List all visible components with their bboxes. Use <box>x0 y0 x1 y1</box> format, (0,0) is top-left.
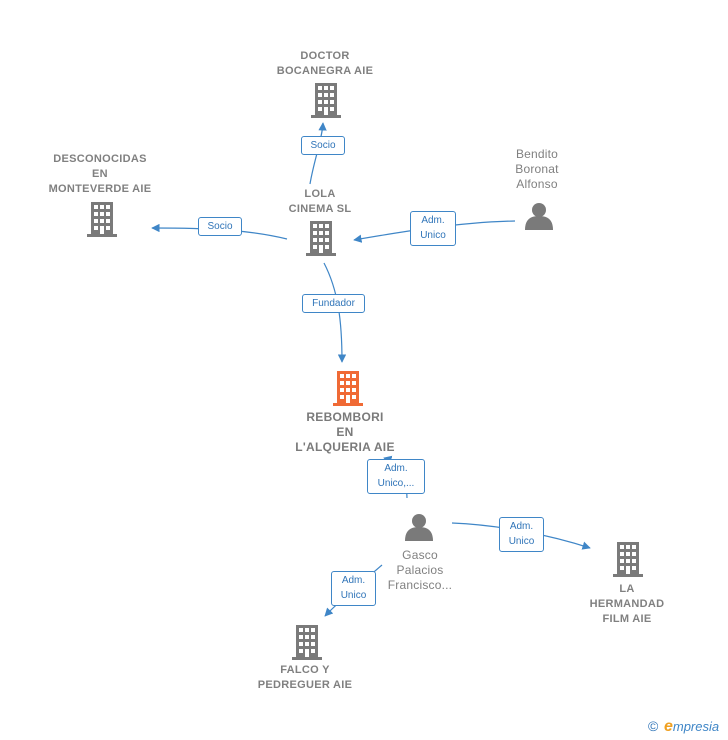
node-label-rebombori[interactable]: REBOMBORI EN L'ALQUERIA AIE <box>295 410 395 454</box>
node-label-gasco[interactable]: Gasco Palacios Francisco... <box>387 548 453 592</box>
relation-badge-fundador: Fundador <box>302 294 365 313</box>
building-icon-rebombori[interactable] <box>333 371 363 406</box>
person-icon-gasco[interactable] <box>405 514 433 541</box>
building-icon-doctor[interactable] <box>311 83 341 118</box>
relation-badge-adm-bendito: Adm. Unico <box>410 211 456 246</box>
copyright-icon: © <box>648 718 659 734</box>
node-label-lola[interactable]: LOLA CINEMA SL <box>288 188 352 215</box>
brand-footer: © empresia <box>648 718 719 736</box>
relation-badge-adm-rebombori: Adm. Unico,... <box>367 459 425 494</box>
building-icon-lola[interactable] <box>306 221 336 256</box>
building-icon-desconocidas[interactable] <box>87 202 117 237</box>
relation-badge-socio-desconocidas: Socio <box>198 217 242 236</box>
person-icon-bendito[interactable] <box>525 203 553 230</box>
node-label-bendito[interactable]: Bendito Boronat Alfonso <box>515 147 559 191</box>
brand-name: mpresia <box>672 719 720 734</box>
building-icon-hermandad[interactable] <box>613 542 643 577</box>
node-label-doctor[interactable]: DOCTOR BOCANEGRA AIE <box>276 50 374 77</box>
node-label-falco[interactable]: FALCO Y PEDREGUER AIE <box>257 664 353 691</box>
building-icon-falco[interactable] <box>292 625 322 660</box>
brand-initial: e <box>663 718 673 735</box>
relation-badge-socio-doctor: Socio <box>301 136 345 155</box>
relation-badge-adm-hermandad: Adm. Unico <box>499 517 544 552</box>
relation-badge-adm-falco: Adm. Unico <box>331 571 376 606</box>
node-label-desconocidas[interactable]: DESCONOCIDAS EN MONTEVERDE AIE <box>48 153 152 195</box>
node-label-hermandad[interactable]: LA HERMANDAD FILM AIE <box>589 583 665 625</box>
